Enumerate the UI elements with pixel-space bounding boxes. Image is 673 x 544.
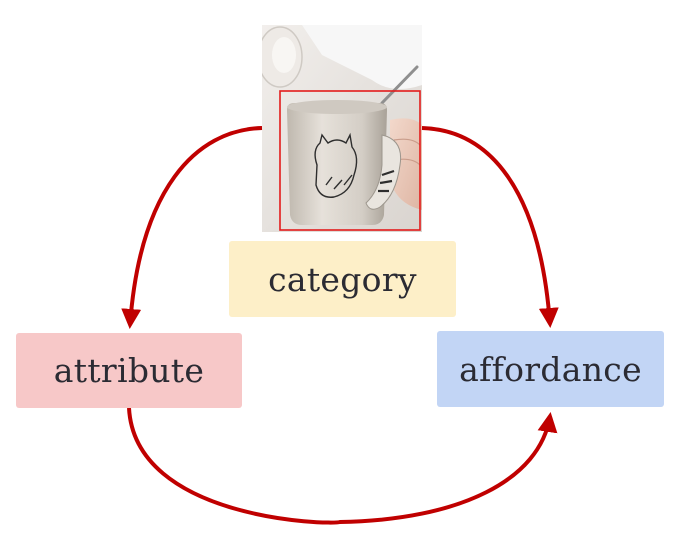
affordance-node: affordance (437, 331, 664, 407)
mug-photo-illustration (262, 25, 422, 232)
attribute-label: attribute (53, 351, 205, 390)
sleeve-shape (302, 25, 422, 89)
category-node: category (229, 241, 456, 317)
mug-icon (287, 103, 387, 225)
detection-box (279, 90, 421, 231)
object-photo (262, 25, 422, 232)
affordance-label: affordance (459, 349, 642, 389)
cat-drawing-icon (314, 132, 358, 198)
spoon-icon (380, 65, 419, 105)
attribute-node: attribute (16, 333, 242, 408)
category-label: category (268, 259, 417, 299)
arrow-attribute-to-affordance (127, 407, 558, 525)
